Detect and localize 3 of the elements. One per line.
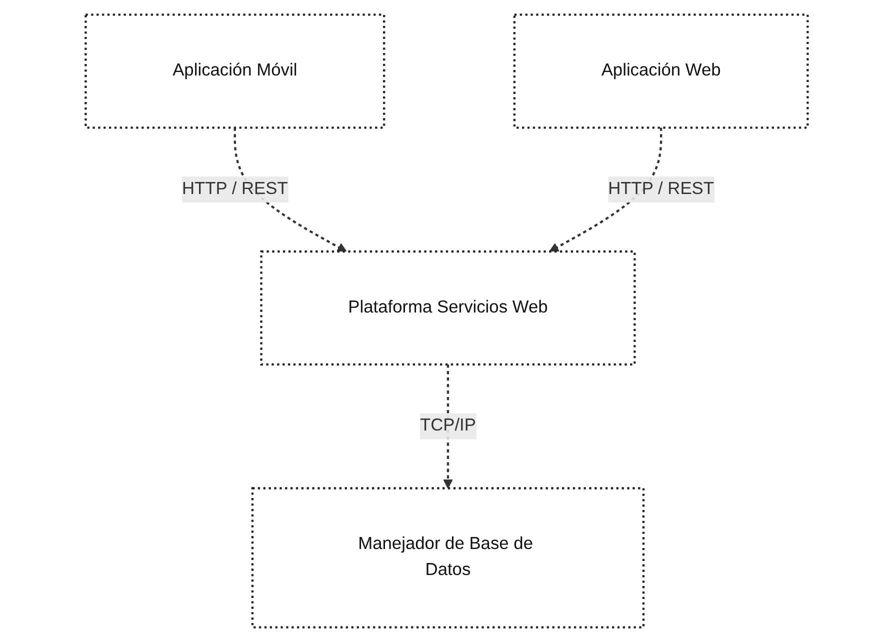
- edge-label: HTTP / REST: [608, 179, 714, 198]
- edge-label: HTTP / REST: [182, 179, 288, 198]
- edge-label: TCP/IP: [420, 416, 476, 435]
